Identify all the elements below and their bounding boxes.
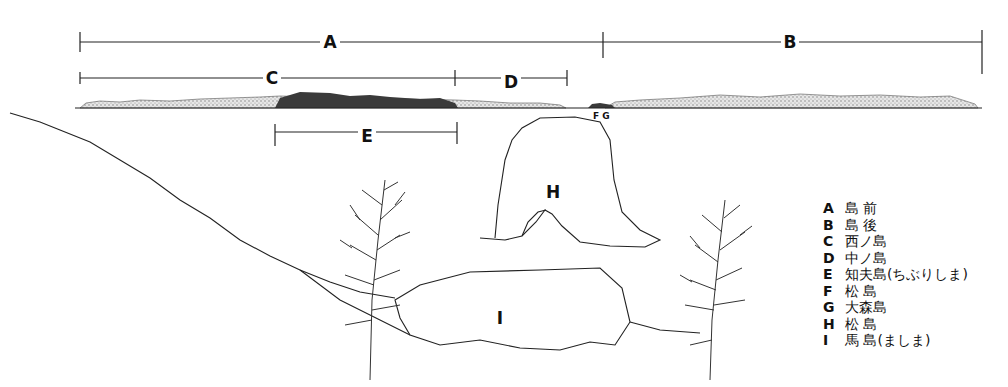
legend-letter: E — [820, 267, 836, 281]
legend-name: 西ノ島 — [842, 234, 890, 248]
callout-letter: G — [602, 112, 609, 121]
callout-letter: C — [263, 70, 281, 87]
legend-name: 松 島 — [842, 284, 880, 298]
legend-letter: B — [820, 218, 837, 232]
callout-letter: A — [320, 34, 339, 51]
legend-letter: G — [820, 300, 838, 314]
legend-letter: I — [820, 333, 831, 347]
legend-letter: D — [820, 251, 838, 265]
callout-letter: H — [543, 184, 563, 201]
legend-letter: C — [820, 234, 836, 248]
legend-name: 松 島 — [842, 317, 880, 331]
callout-letter: F — [593, 112, 599, 121]
callout-letter: B — [781, 34, 800, 51]
legend-letter: F — [820, 284, 836, 298]
callout-letter: I — [494, 310, 506, 327]
brackets — [80, 30, 982, 146]
legend-name: 中ノ島 — [842, 251, 890, 265]
coast-rocks — [10, 113, 700, 350]
legend-name: 馬 島(ましま) — [842, 333, 933, 347]
legend-name: 知夫島(ちぶりしま) — [842, 267, 971, 281]
plants — [340, 180, 752, 380]
callout-letter: D — [501, 74, 521, 91]
legend-letter: H — [820, 317, 838, 331]
legend-name: 島 前 — [842, 201, 880, 215]
legend-name: 大森島 — [842, 300, 890, 314]
legend-name: 島 後 — [842, 218, 880, 232]
callout-letter: E — [358, 128, 376, 145]
legend-letter: A — [820, 201, 837, 215]
islands — [75, 92, 982, 108]
